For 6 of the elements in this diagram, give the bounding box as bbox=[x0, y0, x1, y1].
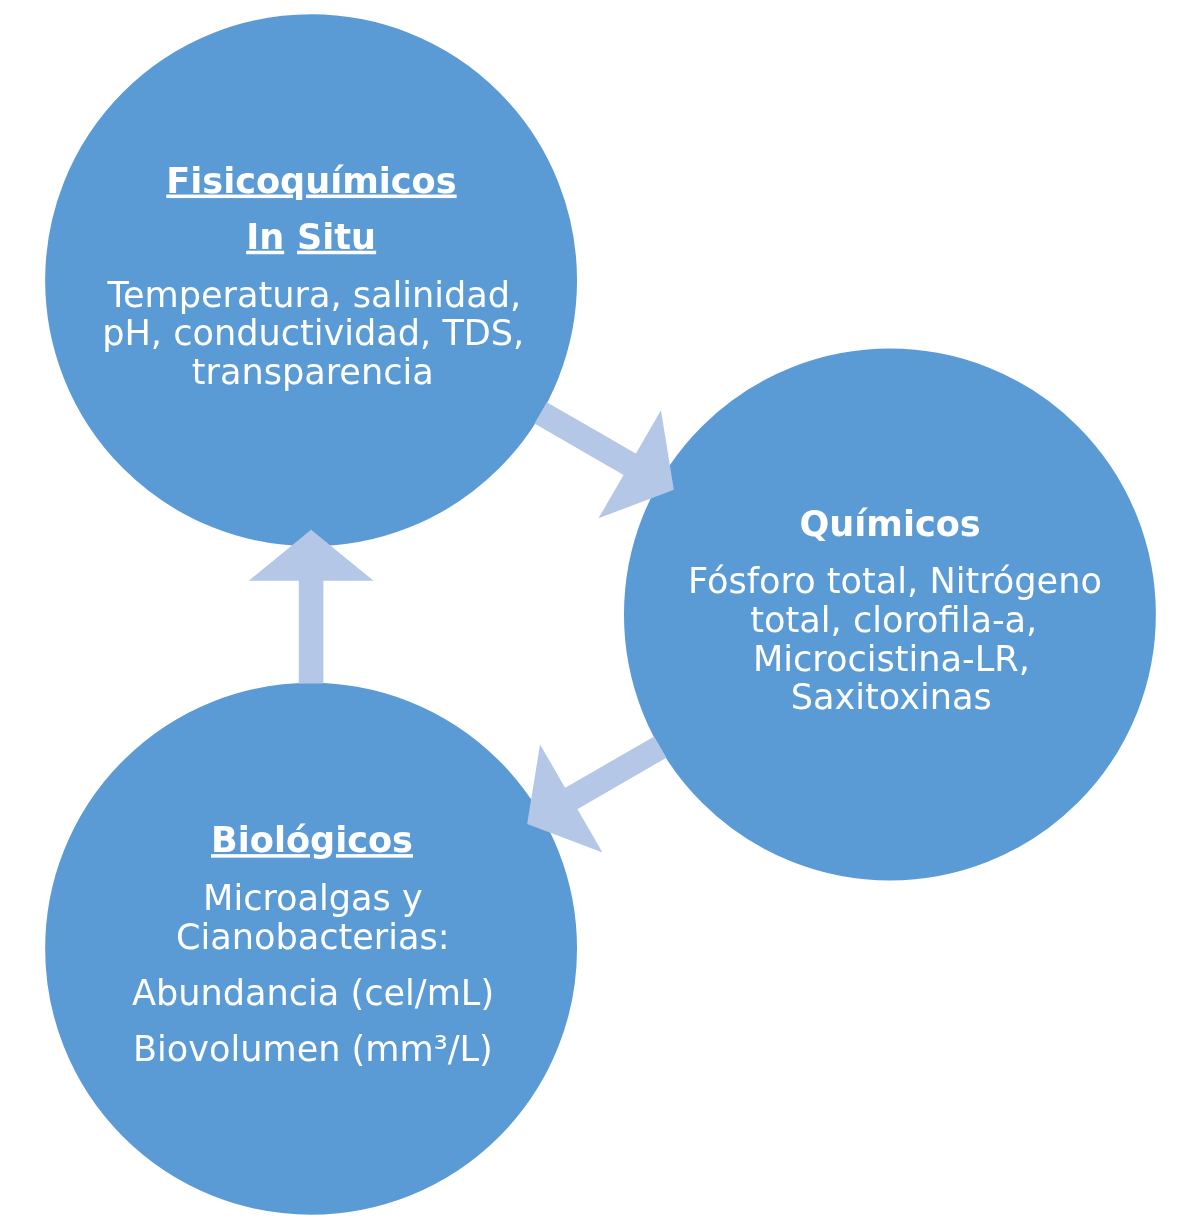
arrow bbox=[248, 529, 374, 684]
node-circle: Biológicos Microalgas y Cianobacterias: Abundancia (cel/mL) Biovolumen (mm³/L) bbox=[45, 682, 578, 1215]
arrow bbox=[527, 736, 667, 853]
node-circle: Fisicoquímicos In Situ Temperatura, salinidad, pH, conductividad, TDS, transparencia bbox=[45, 14, 578, 547]
arrow bbox=[534, 402, 674, 519]
node-circle: Químicos Fósforo total, Nitrógeno total, clorofila-a, Microcistina-LR, Saxitoxinas bbox=[623, 348, 1156, 881]
